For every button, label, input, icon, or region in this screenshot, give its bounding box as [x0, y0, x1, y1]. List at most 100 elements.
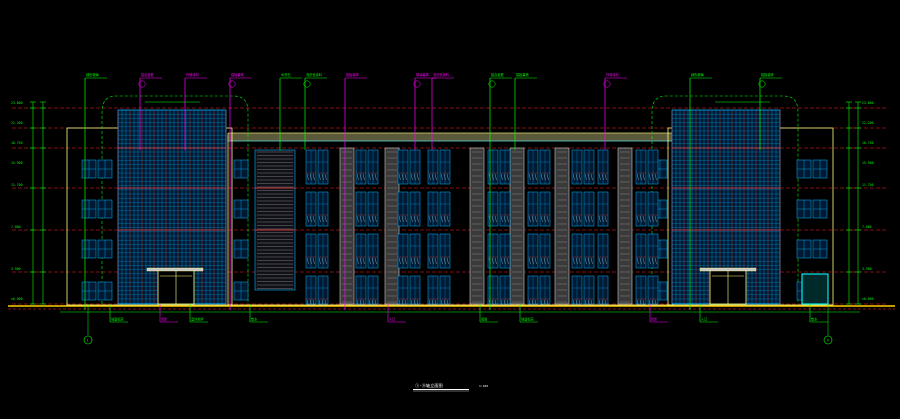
window-grille	[500, 257, 503, 265]
window-grille	[543, 215, 546, 223]
window-grille	[368, 215, 371, 223]
window-grille	[601, 173, 604, 181]
bottom-material-tag: 雨篷	[481, 317, 488, 322]
window-grille	[636, 299, 639, 307]
window-grille	[587, 215, 590, 223]
window-grille	[494, 299, 497, 307]
window-grille	[321, 215, 324, 223]
window-grille	[648, 215, 651, 223]
window-grille	[587, 299, 590, 307]
window-grille	[540, 299, 543, 307]
window-grille	[572, 215, 575, 223]
window-grille	[446, 299, 449, 307]
window-grille	[410, 299, 413, 307]
top-material-tag: 绿色玻璃	[86, 72, 100, 77]
top-material-tag: 铝合金框	[141, 72, 155, 77]
window-grille	[428, 173, 431, 181]
window-grille	[371, 257, 374, 265]
window-grille	[318, 299, 321, 307]
level-label: ±0.000	[862, 297, 874, 301]
bottom-material-tag: 入口	[389, 318, 395, 322]
window-grille	[491, 299, 494, 307]
window-grille	[404, 215, 407, 223]
window-grille	[362, 299, 365, 307]
window-grille	[362, 215, 365, 223]
callout-circle	[603, 80, 611, 88]
window-grille	[531, 299, 534, 307]
top-material-tag: 玻璃幕墙	[416, 72, 430, 77]
window-grille	[306, 173, 309, 181]
window-grille	[440, 173, 443, 181]
window-grille	[321, 257, 324, 265]
drawing-scale: 1:100	[479, 384, 488, 388]
window-grille	[528, 299, 531, 307]
axis-bubble	[823, 335, 833, 345]
window-grille	[575, 257, 578, 265]
window-grille	[590, 299, 593, 307]
window-grille	[318, 257, 321, 265]
window-grille	[636, 173, 639, 181]
window-grille	[639, 173, 642, 181]
bottom-material-tag: 散水	[251, 317, 258, 322]
side-door-highlight	[801, 273, 829, 305]
window-grille	[443, 215, 446, 223]
window-grille	[543, 257, 546, 265]
level-label: 11.700	[11, 183, 23, 187]
window-grille	[491, 215, 494, 223]
window-grille	[494, 215, 497, 223]
callout-circle	[758, 80, 766, 88]
window-grille	[584, 173, 587, 181]
window-grille	[413, 215, 416, 223]
bottom-material-tag: 室外地坪	[191, 317, 205, 322]
top-material-tag: 铝板装饰	[346, 72, 359, 77]
stone-pilaster	[384, 147, 400, 305]
window-grille	[416, 215, 419, 223]
window-grille	[642, 215, 645, 223]
window-grille	[309, 257, 312, 265]
window-grille	[654, 215, 657, 223]
window-grille	[318, 215, 321, 223]
drawing-title-block: ①-⑨轴立面图 1:100	[413, 382, 488, 392]
window-grille	[546, 215, 549, 223]
window-grille	[654, 257, 657, 265]
window-grille	[654, 299, 657, 307]
annotation-layer: 23.80022.20018.75015.90011.7007.8003.900…	[11, 72, 874, 342]
tower-boundary	[101, 95, 249, 304]
window-grille	[434, 299, 437, 307]
window-grille	[416, 173, 419, 181]
window-grille	[500, 173, 503, 181]
window-grille	[359, 257, 362, 265]
window-grille	[531, 173, 534, 181]
window-grille	[531, 257, 534, 265]
window-grille	[604, 299, 607, 307]
window-grille	[428, 257, 431, 265]
window-grille	[598, 257, 601, 265]
bottom-material-tag: 台阶	[161, 317, 168, 322]
window-grille	[590, 257, 593, 265]
window-grille	[572, 173, 575, 181]
window-grille	[362, 173, 365, 181]
window-grille	[540, 257, 543, 265]
callout-circle	[303, 80, 311, 88]
window-grille	[443, 299, 446, 307]
window-grille	[506, 299, 509, 307]
stone-pilaster	[339, 147, 355, 305]
elevation-linework	[8, 77, 895, 345]
window-grille	[368, 257, 371, 265]
window-grille	[440, 299, 443, 307]
window-grille	[654, 173, 657, 181]
window-grille	[590, 215, 593, 223]
window-grille	[443, 257, 446, 265]
window-grille	[359, 299, 362, 307]
window-grille	[546, 173, 549, 181]
window-grille	[374, 173, 377, 181]
parapet-band	[227, 132, 674, 142]
window-grille	[416, 257, 419, 265]
window-grille	[531, 215, 534, 223]
window-grille	[587, 173, 590, 181]
window-grille	[491, 173, 494, 181]
bottom-material-tag: 入口	[701, 318, 707, 322]
level-label: 15.900	[11, 161, 23, 165]
callout-circle	[413, 80, 421, 88]
window-grille	[584, 257, 587, 265]
